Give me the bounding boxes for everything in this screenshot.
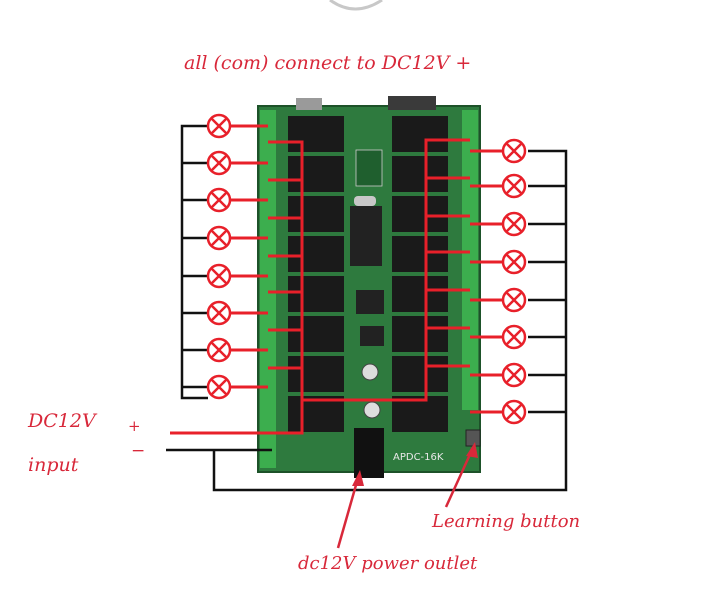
- crystal: [354, 196, 376, 206]
- relay-board: [257, 96, 481, 478]
- lamp-icon: [206, 150, 232, 176]
- lamp-icon: [501, 399, 527, 425]
- lamp-icon: [501, 324, 527, 350]
- relay: [288, 276, 344, 312]
- relay: [392, 356, 448, 392]
- learning-button[interactable]: [465, 429, 481, 447]
- red-wires: [170, 124, 502, 435]
- right-lamps: [501, 138, 527, 425]
- lamp-icon: [206, 374, 232, 400]
- learning-button-label: Learning button: [432, 511, 581, 532]
- relay: [392, 196, 448, 232]
- relay: [288, 156, 344, 192]
- input-label: input: [28, 454, 79, 476]
- relay: [392, 316, 448, 352]
- relay: [392, 156, 448, 192]
- lamp-icon: [206, 187, 232, 213]
- outlet-arrow: [336, 477, 360, 549]
- lamp-icon: [206, 337, 232, 363]
- lamp-icon: [206, 225, 232, 251]
- dc12v-label: DC12V: [28, 410, 96, 432]
- rf-module: [388, 96, 436, 110]
- capacitor: [361, 363, 379, 381]
- lamp-icon: [501, 249, 527, 275]
- power-outlet-label: dc12V power outlet: [298, 553, 478, 574]
- relay: [288, 116, 344, 152]
- lamp-icon: [206, 113, 232, 139]
- learning-arrow: [444, 449, 474, 508]
- power-jack: [354, 428, 384, 478]
- lamp-icon: [206, 263, 232, 289]
- lamp-icon: [501, 173, 527, 199]
- lamp-icon: [501, 362, 527, 388]
- lamp-icon: [501, 138, 527, 164]
- relay: [392, 236, 448, 272]
- arrow-head: [352, 470, 364, 486]
- board-model-label: APDC-16K: [393, 452, 444, 463]
- relay: [288, 316, 344, 352]
- capacitor: [363, 401, 381, 419]
- black-wires: [166, 124, 568, 492]
- relay: [392, 116, 448, 152]
- right-relay-column: [392, 116, 448, 432]
- cropped-arc: [329, 0, 383, 11]
- lamp-icon: [501, 287, 527, 313]
- relay: [288, 396, 344, 432]
- arrow-head: [466, 442, 478, 458]
- minus-label: −: [131, 441, 146, 461]
- relay: [288, 236, 344, 272]
- antenna-connector: [296, 98, 322, 110]
- lamp-icon: [206, 300, 232, 326]
- relay: [392, 276, 448, 312]
- relay: [288, 356, 344, 392]
- left-lamps: [206, 113, 232, 400]
- common-note: all (com) connect to DC12V +: [184, 52, 472, 74]
- left-relay-column: [288, 116, 344, 432]
- ic-chip-small: [356, 290, 384, 314]
- lamp-icon: [501, 211, 527, 237]
- relay: [392, 396, 448, 432]
- header-pins: [355, 149, 383, 187]
- ic-chip-small: [360, 326, 384, 346]
- ic-chip: [350, 206, 382, 266]
- plus-label: +: [128, 417, 141, 435]
- relay: [288, 196, 344, 232]
- callout-arrows: [336, 442, 478, 549]
